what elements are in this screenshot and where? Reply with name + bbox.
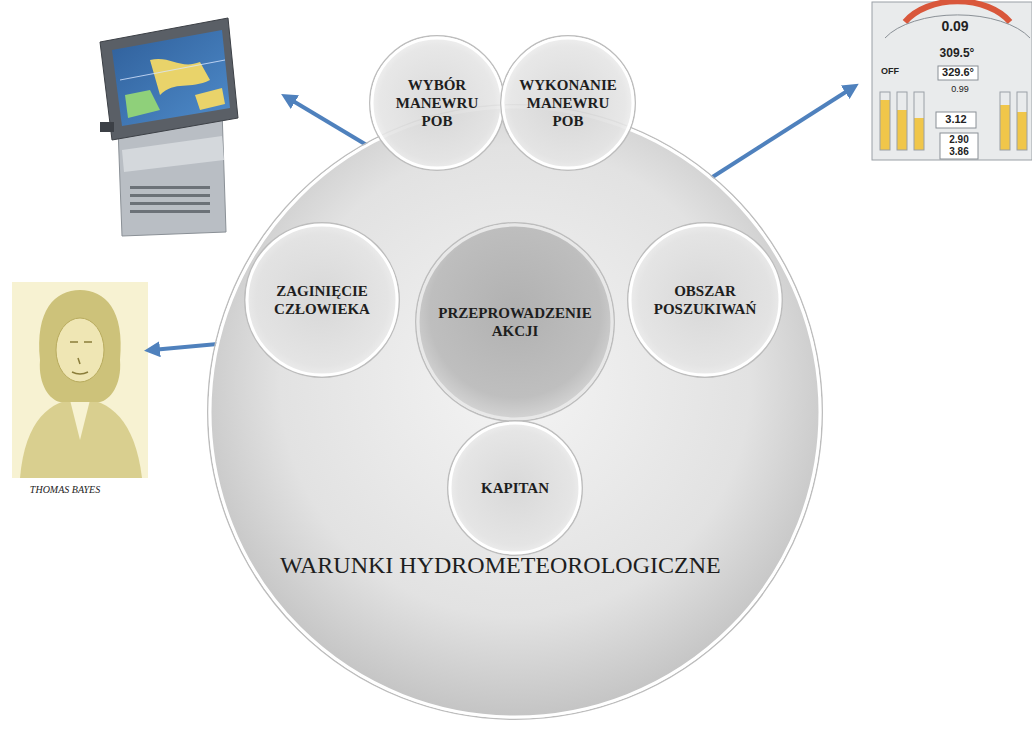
circle-outline [415,222,615,422]
gauge-value: 3.12 [945,113,966,126]
circle-node: PRZEPROWADZENIE AKCJI [415,222,615,422]
circle-fill [210,107,820,717]
gauge-value: 329.6° [942,66,974,79]
circle-label: KAPITAN [460,479,570,497]
circle-fill [630,225,780,375]
gauge-value: 0.99 [951,84,969,95]
circle-fill [503,38,633,168]
circle-node: WYBÓR MANEWRU POB [369,35,505,171]
gauge-value: 0.09 [941,18,968,34]
portrait-caption: THOMAS BAYES [30,484,100,496]
instrument-panel [872,1,1032,160]
circle-label: ZAGINIĘCIE CZŁOWIEKA [265,282,380,318]
gauge-value: 309.5° [940,46,975,60]
gauge-value: 3.86 [949,146,968,158]
circle-edge [448,421,583,556]
circle-node: WYKONANIE MANEWRU POB [500,35,636,171]
portrait [12,282,148,478]
circle-label: PRZEPROWADZENIE AKCJI [430,304,600,340]
circle-edge [628,223,783,378]
circle-node: WARUNKI HYDROMETEOROLOGICZNEWYBÓR MANEWR… [207,104,823,720]
circle-outline [244,222,400,378]
circle-edge [416,223,615,422]
gauge-value: 2.90 [949,134,968,146]
circle-label: WYKONANIE MANEWRU POB [516,76,621,130]
circle-edge [501,36,636,171]
gauge-value: OFF [881,66,899,77]
circle-label: WYBÓR MANEWRU POB [387,76,487,130]
circle-edge [370,36,505,171]
circle-fill [418,225,612,419]
ecdis-console [100,18,238,236]
circle-label: OBSZAR POSZUKIWAŃ [645,282,765,318]
circle-edge [208,105,823,720]
region-label: WARUNKI HYDROMETEOROLOGICZNE [355,532,735,598]
circle-node: OBSZAR POSZUKIWAŃ [627,222,783,378]
circle-fill [372,38,502,168]
circle-node: KAPITAN [447,420,583,556]
circle-edge [245,223,400,378]
circle-outline [627,222,783,378]
circle-fill [247,225,397,375]
circle-node: ZAGINIĘCIE CZŁOWIEKA [244,222,400,378]
circle-fill [450,423,580,553]
